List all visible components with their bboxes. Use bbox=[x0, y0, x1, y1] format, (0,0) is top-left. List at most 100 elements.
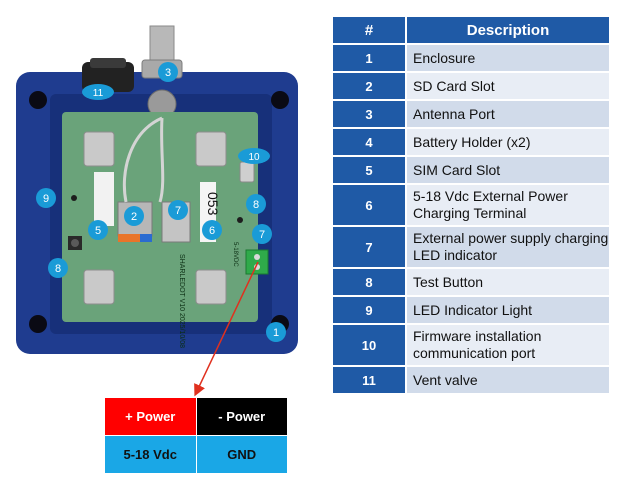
marker-bubble bbox=[88, 220, 108, 240]
board-side-label: 5-18VDC bbox=[232, 242, 238, 267]
led-indicator bbox=[71, 195, 77, 201]
screw-hole bbox=[29, 315, 47, 333]
table-row: 1 Enclosure bbox=[332, 44, 610, 72]
row-description: SIM Card Slot bbox=[406, 156, 610, 184]
row-description: Vent valve bbox=[406, 366, 610, 394]
usb-port bbox=[239, 161, 255, 183]
marker-label: 7 bbox=[259, 229, 265, 241]
row-number: 3 bbox=[332, 100, 406, 128]
marker-label: 2 bbox=[131, 211, 137, 223]
marker-6: 7 bbox=[252, 224, 272, 244]
marker-bubble bbox=[158, 62, 178, 82]
power-terminal bbox=[245, 249, 269, 275]
terminal-screw bbox=[254, 254, 260, 260]
marker-bubble bbox=[238, 148, 270, 164]
row-description: LED Indicator Light bbox=[406, 296, 610, 324]
marker-bubble bbox=[252, 224, 272, 244]
row-number: 9 bbox=[332, 296, 406, 324]
table-header-row: # Description bbox=[332, 16, 610, 44]
battery-clip bbox=[195, 131, 227, 167]
row-description: SD Card Slot bbox=[406, 72, 610, 100]
sd-card-accent bbox=[118, 234, 140, 242]
marker-label: 10 bbox=[248, 152, 260, 163]
marker-label: 5 bbox=[95, 225, 101, 237]
marker-label: 8 bbox=[253, 199, 259, 211]
row-number: 11 bbox=[332, 366, 406, 394]
charging-led bbox=[237, 217, 243, 223]
table-row: 10 Firmware installation communication p… bbox=[332, 324, 610, 366]
row-description: Test Button bbox=[406, 268, 610, 296]
board-silkscreen: SHARLEDOT V10 2025/10/08 bbox=[178, 254, 185, 348]
board-label bbox=[94, 172, 114, 226]
marker-4-right: 6 bbox=[202, 220, 222, 240]
sd-card-accent-blue bbox=[140, 234, 152, 242]
marker-label: 7 bbox=[175, 205, 181, 217]
marker-8: 8 bbox=[48, 258, 68, 278]
row-description: Firmware installation communication port bbox=[406, 324, 610, 366]
pin-label-row: + Power - Power bbox=[104, 397, 288, 436]
marker-4-left: 5 bbox=[88, 220, 108, 240]
marker-bubble bbox=[48, 258, 68, 278]
row-number: 6 bbox=[332, 184, 406, 226]
marker-bubble bbox=[124, 206, 144, 226]
marker-label: 9 bbox=[43, 193, 49, 205]
power-pin-table: + Power - Power 5-18 Vdc GND bbox=[104, 397, 288, 474]
negative-power-value: GND bbox=[195, 435, 288, 474]
marker-bubble bbox=[202, 220, 222, 240]
row-number: 7 bbox=[332, 226, 406, 268]
row-number: 8 bbox=[332, 268, 406, 296]
header-description: Description bbox=[406, 16, 610, 44]
marker-bubble bbox=[168, 200, 188, 220]
vent-valve-nut bbox=[90, 58, 126, 68]
positive-power-label: + Power bbox=[104, 397, 197, 436]
table-row: 9 LED Indicator Light bbox=[332, 296, 610, 324]
marker-7: 8 bbox=[246, 194, 266, 214]
table-row: 4 Battery Holder (x2) bbox=[332, 128, 610, 156]
negative-power-label: - Power bbox=[195, 397, 288, 436]
marker-10: 10 bbox=[238, 148, 270, 164]
marker-label: 8 bbox=[55, 263, 61, 275]
row-number: 2 bbox=[332, 72, 406, 100]
terminal-screw bbox=[254, 264, 260, 270]
pin-value-row: 5-18 Vdc GND bbox=[104, 435, 288, 474]
row-description: External power supply charging LED indic… bbox=[406, 226, 610, 268]
board-id-number: 053 bbox=[205, 192, 221, 216]
table-row: 8 Test Button bbox=[332, 268, 610, 296]
test-button-cap bbox=[71, 239, 79, 247]
marker-label: 1 bbox=[273, 327, 279, 339]
marker-label: 3 bbox=[165, 67, 171, 79]
battery-clip bbox=[83, 269, 115, 305]
marker-1: 1 bbox=[266, 322, 286, 342]
row-number: 10 bbox=[332, 324, 406, 366]
battery-clip bbox=[195, 269, 227, 305]
row-number: 1 bbox=[332, 44, 406, 72]
header-number: # bbox=[332, 16, 406, 44]
antenna-cable bbox=[122, 116, 165, 203]
marker-bubble bbox=[82, 84, 114, 100]
table-row: 2 SD Card Slot bbox=[332, 72, 610, 100]
marker-9: 9 bbox=[36, 188, 56, 208]
marker-5: 7 bbox=[168, 200, 188, 220]
positive-power-value: 5-18 Vdc bbox=[104, 435, 197, 474]
marker-2: 2 bbox=[124, 206, 144, 226]
table-row: 11 Vent valve bbox=[332, 366, 610, 394]
row-description: Antenna Port bbox=[406, 100, 610, 128]
row-number: 5 bbox=[332, 156, 406, 184]
table-row: 7 External power supply charging LED ind… bbox=[332, 226, 610, 268]
marker-3: 3 bbox=[158, 62, 178, 82]
row-description: Battery Holder (x2) bbox=[406, 128, 610, 156]
row-description: 5-18 Vdc External Power Charging Termina… bbox=[406, 184, 610, 226]
battery-clip bbox=[83, 131, 115, 167]
table-row: 5 SIM Card Slot bbox=[332, 156, 610, 184]
table-row: 6 5-18 Vdc External Power Charging Termi… bbox=[332, 184, 610, 226]
marker-bubble bbox=[266, 322, 286, 342]
marker-bubble bbox=[36, 188, 56, 208]
marker-label: 6 bbox=[209, 225, 215, 237]
device-photo: 053 SHARLEDOT V10 2025/10/08 5-18VDC 11 … bbox=[16, 25, 298, 354]
marker-label: 11 bbox=[93, 88, 104, 99]
screw-hole bbox=[271, 91, 289, 109]
marker-bubble bbox=[246, 194, 266, 214]
marker-11: 11 bbox=[82, 84, 114, 100]
row-description: Enclosure bbox=[406, 44, 610, 72]
screw-hole bbox=[29, 91, 47, 109]
